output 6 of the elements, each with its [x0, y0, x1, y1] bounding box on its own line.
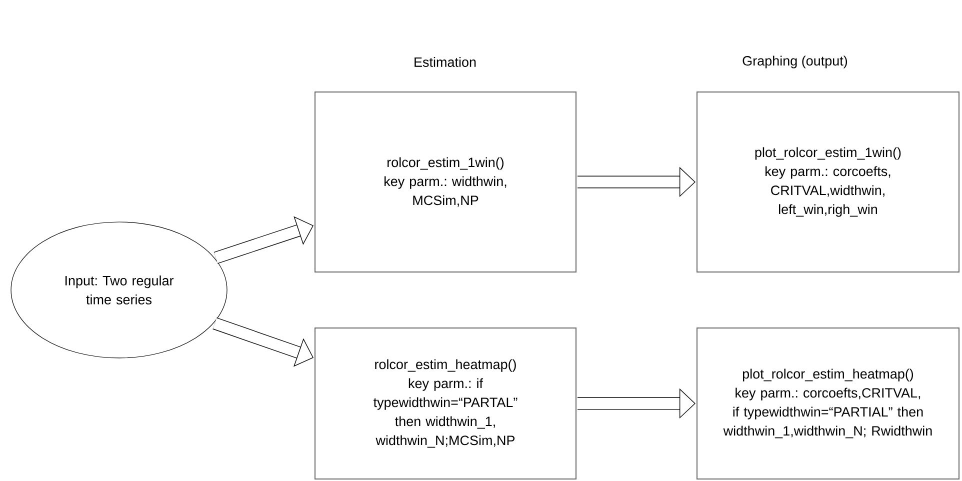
process-box: plot_rolcor_estim_1win() key parm.: corcoefts, CRITVAL,widthwin, left_win,righ_win: [696, 92, 960, 272]
column-heading: Estimation: [414, 57, 476, 67]
process-box: rolcor_estim_1win() key parm.: widthwin, MCSim,NP: [314, 92, 576, 272]
process-box: plot_rolcor_estim_heatmap() key parm.: corcoefts,CRITVAL, if typewidthwin=“PARTIAL” then widthwin_1,widthwin_N; Rwidthwin: [696, 327, 960, 480]
process-box: rolcor_estim_heatmap() key parm.: if typewidthwin=“PARTAL” then widthwin_1, widthwin_N;MCSim,NP: [314, 327, 576, 480]
column-heading: Graphing (output): [742, 56, 848, 68]
